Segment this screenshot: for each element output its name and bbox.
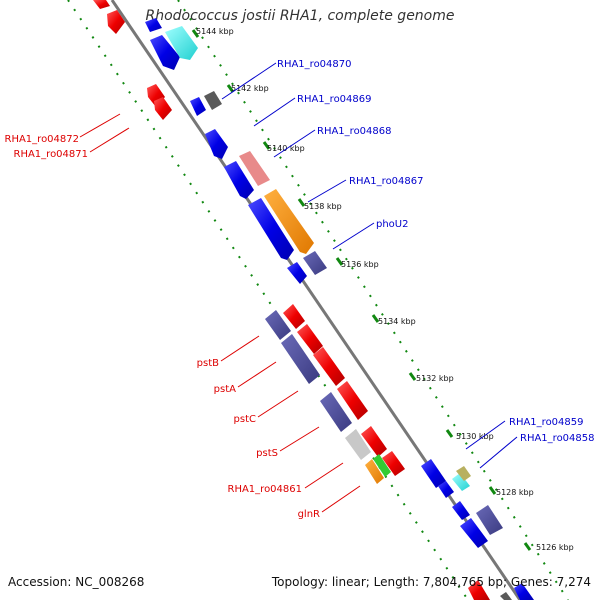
gene-forward[interactable] <box>514 583 534 600</box>
gene-forward[interactable] <box>452 473 470 491</box>
label-leader <box>221 62 277 100</box>
label-leader <box>257 390 299 418</box>
gene-forward[interactable] <box>248 198 294 260</box>
tick-mark <box>445 429 454 438</box>
gene-forward[interactable] <box>287 262 307 284</box>
gene-forward[interactable] <box>150 35 180 70</box>
tick-mark <box>297 198 306 207</box>
tick-label: 5142 kbp <box>231 84 269 93</box>
tick-mark <box>371 314 380 323</box>
label-leader <box>307 179 347 203</box>
gene-reverse[interactable] <box>93 0 110 9</box>
gene-reverse[interactable] <box>361 426 387 457</box>
label-leader <box>237 361 277 388</box>
label-leader <box>253 97 296 127</box>
gene-label-reverse[interactable]: pstA <box>214 384 236 395</box>
gene-forward[interactable] <box>303 251 327 275</box>
gene-reverse[interactable] <box>373 454 391 477</box>
tick-label: 5128 kbp <box>496 488 534 497</box>
gene-reverse[interactable] <box>283 304 305 329</box>
gene-forward[interactable] <box>145 18 162 32</box>
label-leader <box>79 113 121 138</box>
gene-label-forward[interactable]: RHA1_ro04870 <box>277 59 352 70</box>
genome-axis <box>110 0 522 600</box>
gene-label-reverse[interactable]: pstC <box>234 414 256 425</box>
label-leader <box>273 129 316 158</box>
gene-forward[interactable] <box>190 97 206 116</box>
tick-mark <box>523 542 532 551</box>
gene-reverse[interactable] <box>337 381 368 420</box>
tick-label: 5126 kbp <box>536 543 574 552</box>
label-leader <box>89 127 130 153</box>
gene-forward[interactable] <box>456 466 471 481</box>
gene-reverse[interactable] <box>313 347 345 386</box>
gene-forward[interactable] <box>205 129 228 159</box>
tick-mark <box>226 84 235 93</box>
gene-label-reverse[interactable]: RHA1_ro04861 <box>228 484 303 495</box>
gene-forward[interactable] <box>224 161 254 199</box>
gene-label-reverse[interactable]: pstB <box>197 358 219 369</box>
gene-reverse[interactable] <box>281 334 320 384</box>
tick-label: 5134 kbp <box>378 317 416 326</box>
tick-label: 5136 kbp <box>341 260 379 269</box>
tick-mark <box>335 257 344 266</box>
gene-forward[interactable] <box>460 518 488 548</box>
tick-mark <box>191 29 200 38</box>
gene-forward[interactable] <box>239 151 270 186</box>
gene-forward[interactable] <box>452 501 470 520</box>
gene-label-reverse[interactable]: RHA1_ro04871 <box>14 149 89 160</box>
gene-forward[interactable] <box>264 189 314 254</box>
accession-text: Accession: NC_008268 <box>8 575 145 589</box>
gene-label-forward[interactable]: phoU2 <box>376 219 409 230</box>
gene-label-forward[interactable]: RHA1_ro04869 <box>297 94 372 105</box>
gene-label-forward[interactable]: RHA1_ro04868 <box>317 126 392 137</box>
label-leader <box>220 335 260 362</box>
gene-reverse[interactable] <box>265 310 291 340</box>
tick-label: 5132 kbp <box>416 374 454 383</box>
gene-forward[interactable] <box>438 481 454 498</box>
label-leader <box>479 436 518 469</box>
gene-reverse[interactable] <box>154 97 172 120</box>
gene-reverse[interactable] <box>107 10 125 34</box>
label-leader <box>321 485 361 513</box>
gene-label-reverse[interactable]: pstS <box>256 448 278 459</box>
tick-marks <box>191 29 532 551</box>
gene-label-forward[interactable]: RHA1_ro04859 <box>509 417 584 428</box>
gene-reverse[interactable] <box>297 324 323 354</box>
label-leader <box>465 420 506 450</box>
map-title: Rhodococcus jostii RHA1, complete genome <box>145 8 455 24</box>
gene-reverse[interactable] <box>468 580 490 600</box>
gene-forward[interactable] <box>476 505 503 535</box>
gene-reverse[interactable] <box>345 429 371 460</box>
tick-label: 5144 kbp <box>196 27 234 36</box>
gene-label-forward[interactable]: RHA1_ro04858 <box>520 433 595 444</box>
label-leader <box>304 462 344 489</box>
label-leader <box>332 222 375 250</box>
tick-label: 5138 kbp <box>304 202 342 211</box>
tick-mark <box>408 372 417 381</box>
gene-label-reverse[interactable]: RHA1_ro04872 <box>5 134 80 145</box>
gene-forward[interactable] <box>500 592 512 600</box>
tick-mark <box>488 486 497 495</box>
gene-reverse[interactable] <box>382 451 405 476</box>
gene-label-reverse[interactable]: glnR <box>298 509 320 520</box>
tick-mark <box>262 141 271 150</box>
gene-reverse[interactable] <box>365 459 384 484</box>
tick-label: 5130 kbp <box>456 432 494 441</box>
tick-label: 5140 kbp <box>267 144 305 153</box>
gene-forward[interactable] <box>165 26 198 60</box>
topology-text: Topology: linear; Length: 7,804,765 bp; … <box>271 575 591 589</box>
gene-label-forward[interactable]: RHA1_ro04867 <box>349 176 424 187</box>
gene-forward[interactable] <box>204 91 222 110</box>
gene-forward[interactable] <box>421 459 446 488</box>
gene-reverse[interactable] <box>320 392 352 432</box>
label-leader <box>279 426 320 452</box>
